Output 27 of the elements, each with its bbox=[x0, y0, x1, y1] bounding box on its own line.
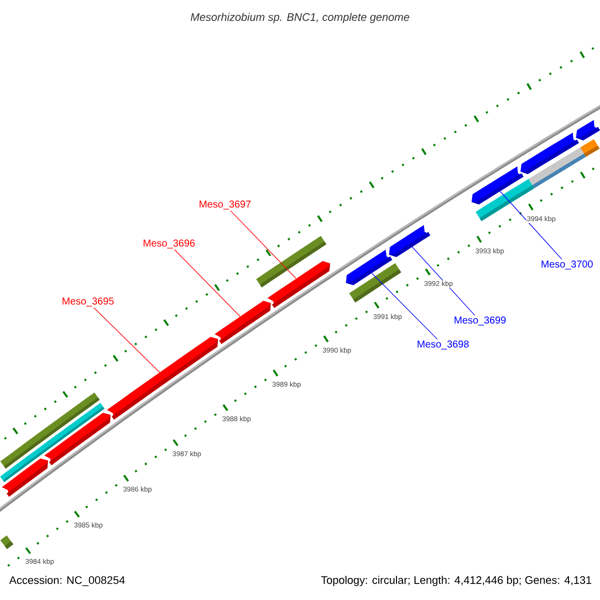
gene-feature bbox=[214, 300, 271, 344]
gene-feature bbox=[346, 250, 392, 286]
leader-line bbox=[174, 249, 240, 317]
gene-feature bbox=[580, 139, 600, 157]
leader-line bbox=[230, 210, 296, 279]
gene-label: Meso_3695 bbox=[62, 298, 114, 306]
gene-label: Meso_3698 bbox=[418, 340, 469, 350]
title: Mesorhizobium sp. BNC1, complete genome bbox=[190, 12, 410, 24]
leader-line bbox=[500, 191, 562, 260]
gene-label: Meso_3699 bbox=[454, 316, 506, 326]
accession-text: Accession: NC_008254 bbox=[9, 576, 125, 586]
gene-feature bbox=[528, 147, 586, 188]
gene-feature bbox=[472, 166, 524, 204]
gene-feature bbox=[0, 535, 14, 549]
gene-feature bbox=[106, 336, 218, 420]
gene-feature bbox=[256, 236, 326, 288]
gene-label: Meso_3700 bbox=[542, 260, 593, 270]
leader-line bbox=[412, 246, 476, 316]
leader-line bbox=[93, 307, 160, 373]
gene-feature bbox=[2, 458, 48, 497]
leader-line bbox=[372, 272, 438, 340]
gene-feature bbox=[388, 225, 430, 258]
gene-label: Meso_3697 bbox=[200, 200, 251, 210]
gene-feature bbox=[576, 120, 600, 140]
summary-text: Topology: circular; Length: 4,412,446 bp; Genes: 4,131 bbox=[321, 576, 592, 586]
gene-label: Meso_3696 bbox=[144, 240, 195, 248]
gene-feature bbox=[44, 412, 110, 466]
